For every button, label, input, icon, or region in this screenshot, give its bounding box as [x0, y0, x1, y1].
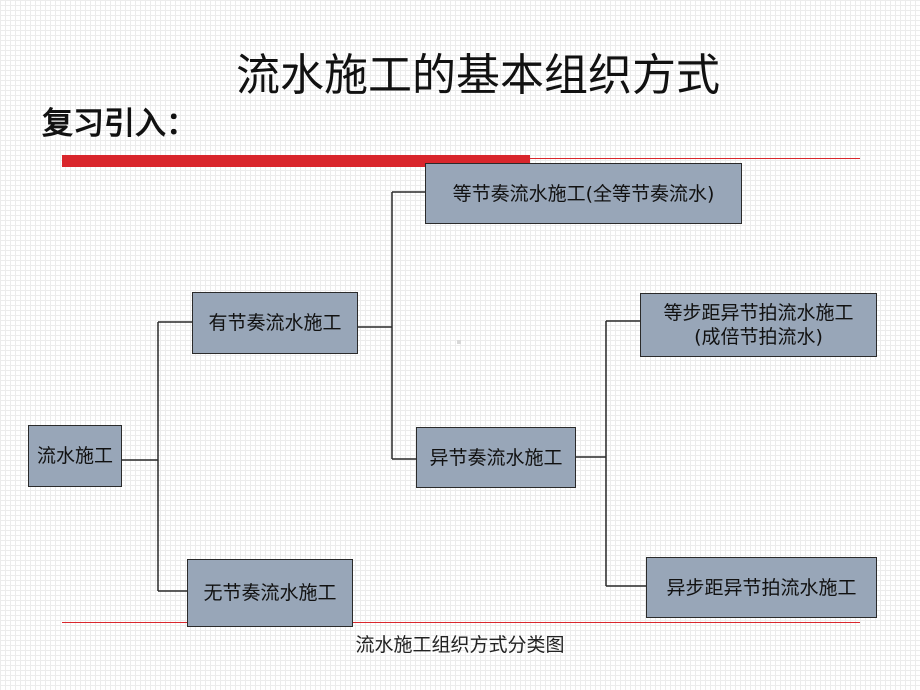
figure-caption: 流水施工组织方式分类图	[355, 634, 565, 656]
section-heading: 复习引入：	[42, 106, 197, 142]
red-divider-top	[530, 158, 860, 159]
node-equal-step-label-line1: 等步距异节拍流水施工	[663, 302, 854, 324]
node-equal-step-label-line2: (成倍节拍流水)	[694, 326, 823, 348]
node-equal-rhythm: 等节奏流水施工(全等节奏流水)	[425, 163, 742, 224]
node-different-rhythm: 异节奏流水施工	[416, 427, 576, 488]
red-divider-bottom	[62, 622, 860, 623]
node-root-label: 流水施工	[36, 445, 113, 467]
red-accent-bar	[62, 155, 530, 167]
node-root: 流水施工	[28, 425, 122, 487]
node-non-rhythmic-label: 无节奏流水施工	[203, 582, 337, 604]
node-different-rhythm-label: 异节奏流水施工	[429, 446, 563, 469]
node-non-rhythmic: 无节奏流水施工	[187, 559, 353, 627]
node-equal-step: 等步距异节拍流水施工 (成倍节拍流水)	[640, 293, 877, 357]
node-rhythmic-label: 有节奏流水施工	[208, 312, 342, 334]
node-different-step-label: 异步距异节拍流水施工	[666, 576, 857, 599]
node-rhythmic: 有节奏流水施工	[192, 292, 358, 354]
slide-title: 流水施工的基本组织方式	[236, 50, 720, 101]
decorative-dot	[457, 340, 461, 344]
node-different-step: 异步距异节拍流水施工	[646, 557, 877, 618]
node-equal-rhythm-label: 等节奏流水施工(全等节奏流水)	[452, 182, 715, 205]
